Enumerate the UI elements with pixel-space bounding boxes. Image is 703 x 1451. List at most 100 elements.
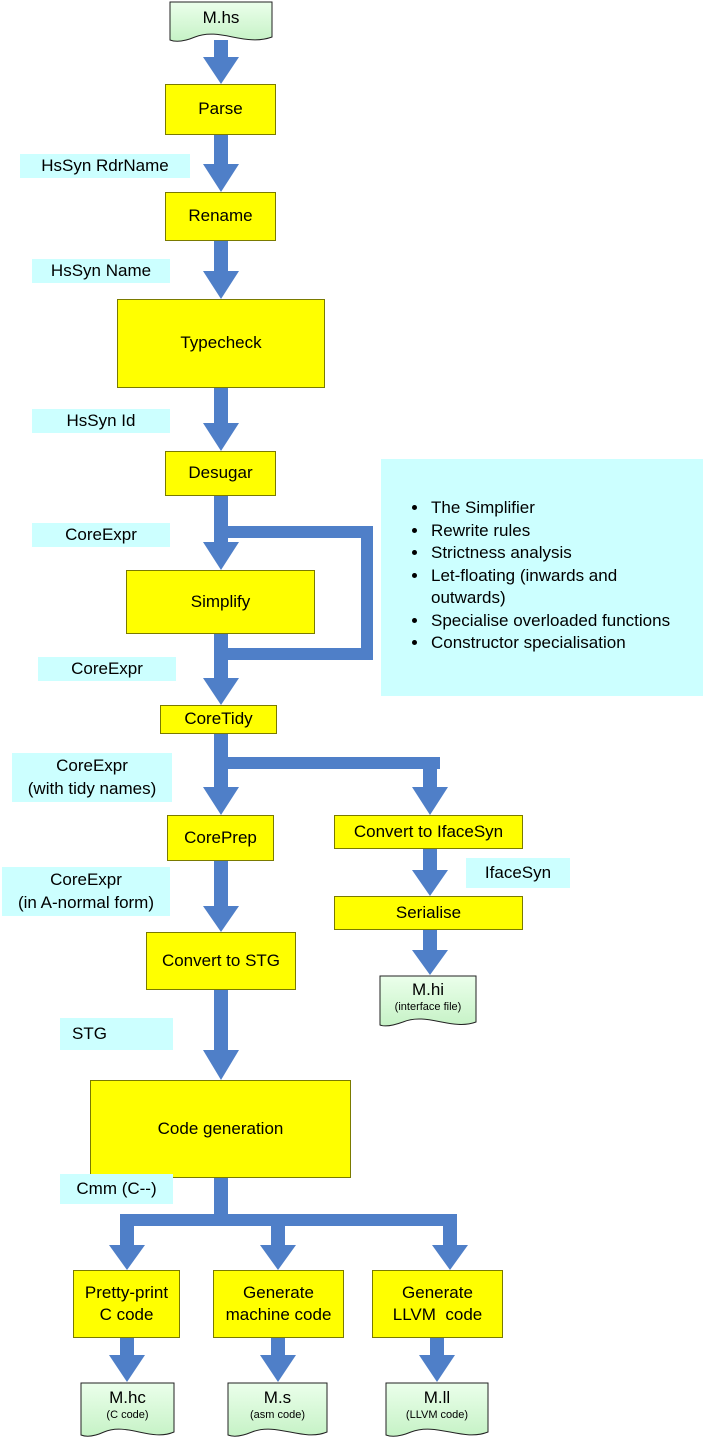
arrow-simplify-coretidy-head	[203, 678, 239, 705]
llvm-file: M.ll (LLVM code)	[386, 1388, 488, 1422]
simplifier-notes-list: The Simplifier Rewrite rules Strictness …	[409, 497, 693, 655]
codegen-box: Code generation	[90, 1080, 351, 1178]
arrow-iface-serialise	[423, 849, 437, 873]
label-coreexpr-tidy: CoreExpr (with tidy names)	[12, 753, 172, 802]
simplify-box: Simplify	[126, 570, 315, 634]
label-hssyn-name: HsSyn Name	[32, 259, 170, 283]
asm-file-name: M.s	[263, 1388, 292, 1407]
arrow-coreprep-stg	[214, 861, 228, 909]
label-stg: STG	[60, 1018, 173, 1050]
arrow-coreprep-stg-head	[203, 906, 239, 932]
simplifier-notes: The Simplifier Rewrite rules Strictness …	[381, 459, 703, 696]
c-file-name: M.hc	[109, 1388, 146, 1407]
arrow-c-mhc	[120, 1338, 134, 1358]
simplifier-note: Specialise overloaded functions	[429, 610, 693, 633]
arrow-asm-ms	[271, 1338, 285, 1358]
convert-iface-box: Convert to IfaceSyn	[334, 815, 523, 849]
rename-box: Rename	[165, 192, 276, 241]
interface-file-desc: (interface file)	[394, 1001, 462, 1013]
label-coreexpr-anf: CoreExpr (in A-normal form)	[2, 867, 170, 916]
pretty-print-box: Pretty-print C code	[73, 1270, 180, 1338]
arrow-asm-ms-head	[260, 1355, 296, 1382]
arrow-codegen-asm-head	[260, 1245, 296, 1270]
branch-llvm-vertical	[443, 1214, 457, 1248]
asm-file-desc: (asm code)	[249, 1409, 306, 1421]
loop-bottom	[221, 648, 373, 660]
c-file-shape	[80, 1382, 175, 1437]
input-file-name: M.hs	[202, 8, 240, 27]
llvm-file-shape	[385, 1382, 489, 1437]
label-cmm: Cmm (C--)	[60, 1174, 173, 1204]
arrow-typecheck-desugar	[214, 388, 228, 426]
arrow-iface-serialise-head	[412, 870, 448, 896]
llvm-file-desc: (LLVM code)	[405, 1409, 469, 1421]
interface-file-name: M.hi	[411, 980, 445, 999]
simplifier-note: The Simplifier	[429, 497, 693, 520]
simplifier-note: Strictness analysis	[429, 542, 693, 565]
coretidy-box: CoreTidy	[160, 705, 277, 734]
gen-machine-line-2: machine code	[225, 1305, 332, 1324]
pretty-print-line-2: C code	[99, 1305, 154, 1324]
coreprep-box: CorePrep	[167, 815, 274, 861]
arrow-simplify-coretidy	[214, 634, 228, 681]
parse-box: Parse	[165, 84, 276, 135]
loop-top	[221, 526, 373, 538]
simplifier-note: Constructor specialisation	[429, 632, 693, 655]
typecheck-box: Typecheck	[117, 299, 325, 388]
branch-asm-vertical	[271, 1214, 285, 1248]
flow-arrows	[109, 40, 468, 1382]
interface-file: M.hi (interface file)	[380, 980, 476, 1014]
loop-right	[361, 526, 373, 660]
label-hssyn-rdrname: HsSyn RdrName	[20, 154, 190, 178]
arrow-llvm-mll	[430, 1338, 444, 1358]
arrow-coretidy-iface-head	[412, 787, 448, 815]
arrow-stg-codegen	[214, 990, 228, 1053]
backend-bus	[120, 1214, 457, 1226]
arrow-codegen-c-head	[109, 1245, 145, 1270]
c-file: M.hc (C code)	[81, 1388, 174, 1422]
branch-iface-vertical	[423, 757, 437, 790]
label-coreexpr-2: CoreExpr	[38, 657, 176, 681]
arrow-c-mhc-head	[109, 1355, 145, 1382]
interface-file-shape	[379, 975, 477, 1027]
arrow-typecheck-desugar-head	[203, 423, 239, 451]
arrow-input-parse-head	[203, 57, 239, 84]
asm-file: M.s (asm code)	[228, 1388, 327, 1422]
arrow-llvm-mll-head	[419, 1355, 455, 1382]
label-coreexpr-anf-line-1: CoreExpr	[50, 870, 122, 890]
label-coreexpr-anf-line-2: (in A-normal form)	[17, 892, 155, 912]
branch-c-vertical	[120, 1214, 134, 1248]
arrow-coretidy-coreprep-head	[203, 787, 239, 815]
gen-llvm-line-2: LLVM code	[392, 1305, 483, 1324]
label-coreexpr-tidy-line-2: (with tidy names)	[27, 778, 157, 798]
desugar-box: Desugar	[165, 451, 276, 496]
arrow-serialise-mhi	[423, 930, 437, 953]
arrow-serialise-mhi-head	[412, 950, 448, 975]
asm-file-shape	[227, 1382, 328, 1437]
arrow-codegen-llvm-head	[432, 1245, 468, 1270]
gen-llvm-line-1: Generate	[402, 1282, 473, 1302]
branch-iface-horizontal	[221, 757, 440, 769]
arrow-stg-codegen-head	[203, 1050, 239, 1080]
simplifier-note: Rewrite rules	[429, 520, 693, 543]
arrow-parse-rename-head	[203, 164, 239, 192]
input-file: M.hs	[170, 8, 272, 28]
gen-machine-line-1: Generate	[243, 1282, 314, 1302]
gen-machine-box: Generate machine code	[213, 1270, 344, 1338]
label-ifacesyn: IfaceSyn	[466, 858, 570, 888]
arrow-rename-typecheck	[214, 241, 228, 274]
gen-llvm-box: Generate LLVM code	[372, 1270, 503, 1338]
simplifier-note: Let-floating (inwards and outwards)	[429, 565, 693, 610]
arrow-parse-rename	[214, 135, 228, 167]
input-file-shape	[169, 1, 273, 42]
c-file-desc: (C code)	[106, 1409, 149, 1421]
label-coreexpr-1: CoreExpr	[32, 523, 170, 547]
pretty-print-line-1: Pretty-print	[84, 1282, 169, 1302]
llvm-file-name: M.ll	[423, 1388, 451, 1407]
serialise-box: Serialise	[334, 896, 523, 930]
label-hssyn-id: HsSyn Id	[32, 409, 170, 433]
arrow-rename-typecheck-head	[203, 271, 239, 299]
arrow-desugar-simplify-head	[203, 542, 239, 570]
label-coreexpr-tidy-line-1: CoreExpr	[56, 756, 128, 776]
